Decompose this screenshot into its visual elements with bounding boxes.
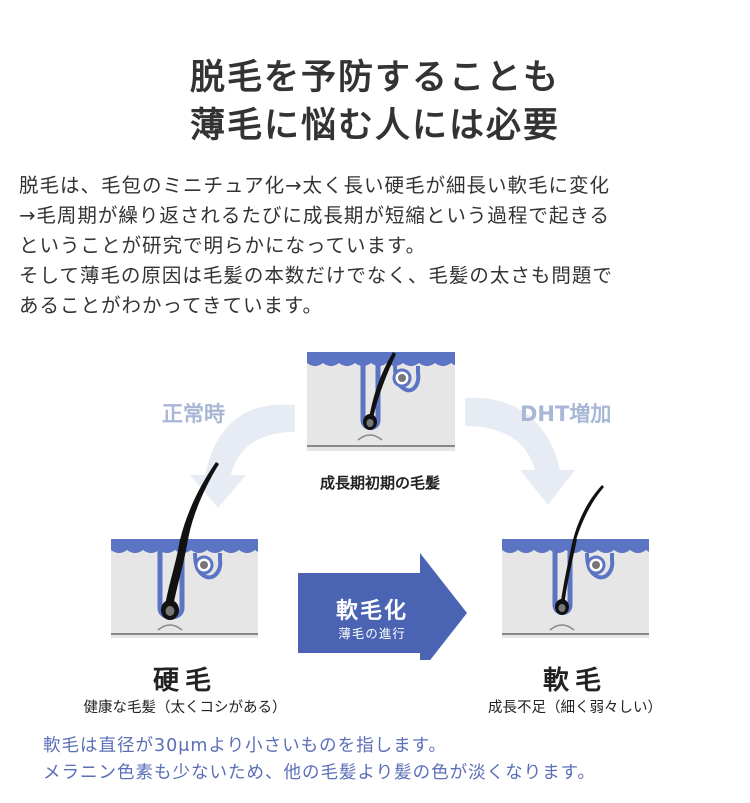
page-title-line-2: 薄毛に悩む人には必要 <box>189 106 560 146</box>
vellus-transformation-label: 軟毛化 <box>335 599 408 624</box>
page-title-line-1: 脱毛を予防することも <box>189 58 560 98</box>
curve-arrow-left <box>190 404 295 508</box>
curve-arrow-right <box>465 397 575 505</box>
vellus-hair-title: 軟毛 <box>542 666 607 696</box>
footnote-line: 軟毛は直径が30μmより小さいものを指します。 <box>43 736 447 756</box>
hard-hair-shaft <box>180 462 219 540</box>
dht-increase-label: DHT増加 <box>520 402 612 426</box>
soft-hair-shaft <box>573 485 604 540</box>
hair-diagram <box>111 352 649 660</box>
intro-line: 脱毛は、毛包のミニチュア化→太く長い硬毛が細長い軟毛に変化 <box>19 174 610 197</box>
early-growth-label: 成長期初期の毛髪 <box>319 474 440 492</box>
follicle-hard-panel <box>111 539 258 638</box>
intro-line: そして薄毛の原因は毛髪の本数だけでなく、毛髪の太さも問題で <box>19 264 613 287</box>
intro-line: ということが研究で明らかになっています。 <box>19 234 427 257</box>
main-arrow <box>298 553 467 660</box>
terminal-hair-title: 硬毛 <box>152 666 217 696</box>
thinning-progress-label: 薄毛の進行 <box>338 626 406 641</box>
vellus-hair-caption: 成長不足（細く弱々しい） <box>488 700 662 716</box>
footnote: 軟毛は直径が30μmより小さいものを指します。 メラニン色素も少ないため、他の毛… <box>43 733 596 787</box>
intro-line: あることがわかってきています。 <box>19 294 323 317</box>
footnote-line: メラニン色素も少ないため、他の毛髪より髪の色が淡くなります。 <box>43 763 596 783</box>
intro-line: →毛周期が繰り返されるたびに成長期が短縮という過程で起きる <box>19 204 610 227</box>
follicle-soft-panel <box>502 539 649 638</box>
follicle-early-panel <box>307 352 455 451</box>
normal-label: 正常時 <box>162 402 225 426</box>
terminal-hair-caption: 健康な毛髪（太くコシがある） <box>83 700 287 716</box>
intro-paragraph: 脱毛は、毛包のミニチュア化→太く長い硬毛が細長い軟毛に変化 →毛周期が繰り返され… <box>19 171 734 321</box>
